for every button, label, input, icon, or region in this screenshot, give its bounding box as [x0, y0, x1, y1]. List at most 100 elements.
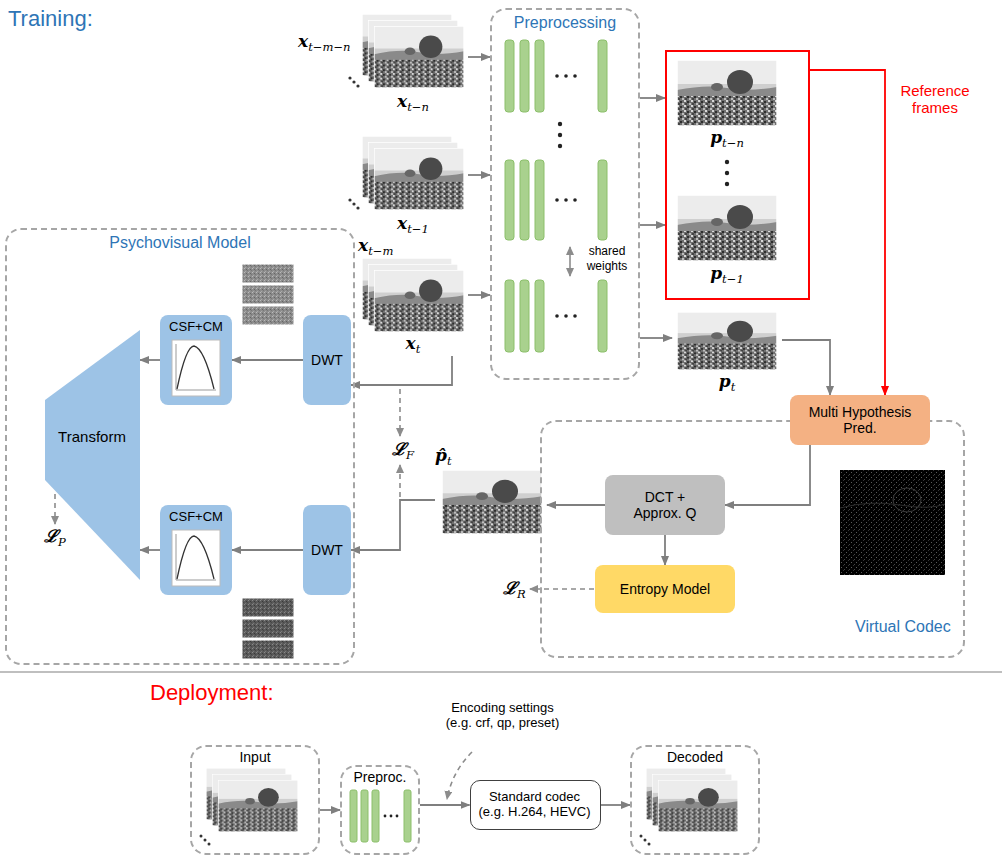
ellipsis-dot — [356, 206, 359, 209]
video-frame — [218, 780, 298, 832]
arrow-connector — [468, 56, 490, 58]
math-subscript: t−n — [407, 100, 429, 114]
layer-bar — [505, 160, 514, 240]
arrow-connector — [468, 174, 490, 176]
video-frame — [442, 470, 542, 534]
process-box: DCT + Approx. Q — [605, 475, 725, 535]
ellipsis-dot — [208, 843, 211, 846]
box-label: Standard codec (e.g. H.264, HEVC) — [476, 790, 594, 820]
arrow-connector — [640, 224, 665, 226]
ellipsis-dot — [555, 198, 559, 202]
wavelet-subbands — [242, 264, 294, 659]
group-title: Input — [239, 749, 270, 765]
box-label: Multi Hypothesis Pred. — [800, 404, 920, 436]
arrow-connector — [140, 359, 160, 361]
ellipsis-dot — [390, 815, 393, 818]
ellipsis — [384, 815, 399, 818]
arrow-connector — [725, 445, 810, 505]
network-layers — [505, 40, 607, 352]
math-symbol: x — [406, 333, 416, 353]
arrow-connector — [640, 97, 665, 99]
vertical-dot — [558, 122, 562, 126]
arrow-connector — [782, 340, 830, 395]
layer-bar — [598, 40, 607, 112]
math-symbol: ℒ — [392, 439, 406, 459]
layer-bar — [535, 40, 544, 112]
group-title: Preproc. — [354, 769, 407, 785]
group-box: Preprocessing — [490, 8, 640, 380]
math-symbol: p — [710, 127, 722, 147]
residual-detail — [840, 503, 945, 508]
arrow-connector — [420, 804, 470, 806]
math-subscript: t−1 — [407, 222, 429, 236]
ellipsis-dot — [348, 198, 351, 201]
layer-bar — [520, 160, 529, 240]
frame-stack: xt−mxt — [358, 236, 468, 356]
ellipsis-dot — [204, 839, 207, 842]
layer-bar — [505, 40, 514, 112]
codec-box: Standard codec (e.g. H.264, HEVC) — [470, 780, 601, 830]
process-box: CSF+CM — [160, 315, 232, 405]
layer-bar — [598, 280, 607, 352]
math-subscript: t — [447, 454, 452, 468]
residual-image — [840, 470, 945, 575]
math-subscript: t−m−n — [308, 40, 350, 54]
process-box: Entropy Model — [595, 565, 735, 613]
chart-axes — [176, 344, 216, 390]
chart-frame — [172, 530, 220, 586]
video-frame — [677, 195, 777, 261]
subband-image — [242, 640, 294, 659]
chart-frame — [172, 340, 220, 396]
video-frame — [658, 780, 738, 832]
subband-image — [242, 285, 294, 304]
csf-chart — [172, 340, 220, 396]
layer-bar — [361, 790, 368, 842]
math-subscript: R — [517, 587, 526, 601]
subband-image — [242, 306, 294, 325]
math-symbol: p — [719, 371, 731, 391]
csf-chart — [172, 530, 220, 586]
subband-image — [242, 598, 294, 617]
video-frame — [677, 312, 777, 370]
loss-label: ℒR — [503, 579, 526, 602]
frame-label: xt−n — [397, 92, 429, 115]
ellipsis-dot — [644, 839, 647, 842]
layer-bar — [520, 280, 529, 352]
ellipsis-dot — [555, 314, 559, 318]
ellipsis-dot — [384, 815, 387, 818]
box-label: Entropy Model — [620, 581, 710, 597]
math-symbol: p̂ — [435, 445, 447, 465]
ellipsis-dot — [573, 314, 577, 318]
arrow-connector — [140, 549, 160, 551]
box-label: CSF+CM — [169, 510, 223, 525]
loss-label: ℒP — [44, 527, 66, 550]
section-title: Training: — [8, 6, 93, 31]
arrow-connector — [232, 549, 303, 551]
layer-bar — [372, 790, 379, 842]
math-symbol: x — [397, 213, 407, 233]
ellipsis-dot — [564, 198, 568, 202]
layer-bar — [520, 40, 529, 112]
ellipsis-dot — [348, 76, 351, 79]
math-subscript: P — [58, 535, 66, 549]
frame-stack — [348, 14, 464, 332]
frame: pt — [672, 310, 782, 400]
layer-bar — [505, 280, 514, 352]
video-frame — [374, 26, 464, 88]
group-box: Input — [190, 745, 320, 855]
vertical-dot — [725, 160, 729, 164]
vertical-dot — [725, 171, 729, 175]
vertical-dot — [558, 133, 562, 137]
math-subscript: F — [406, 448, 414, 462]
math-symbol: p — [710, 263, 722, 283]
layer-bar — [535, 160, 544, 240]
transform-shape — [45, 330, 140, 580]
ellipsis-dot — [396, 815, 399, 818]
ellipsis-dot — [573, 198, 577, 202]
math-subscript: t — [416, 342, 421, 356]
math-subscript: t−n — [722, 136, 744, 150]
process-box: Multi Hypothesis Pred. — [790, 395, 930, 445]
chart-axes — [176, 534, 216, 580]
shared-weights-arrow — [569, 247, 571, 276]
